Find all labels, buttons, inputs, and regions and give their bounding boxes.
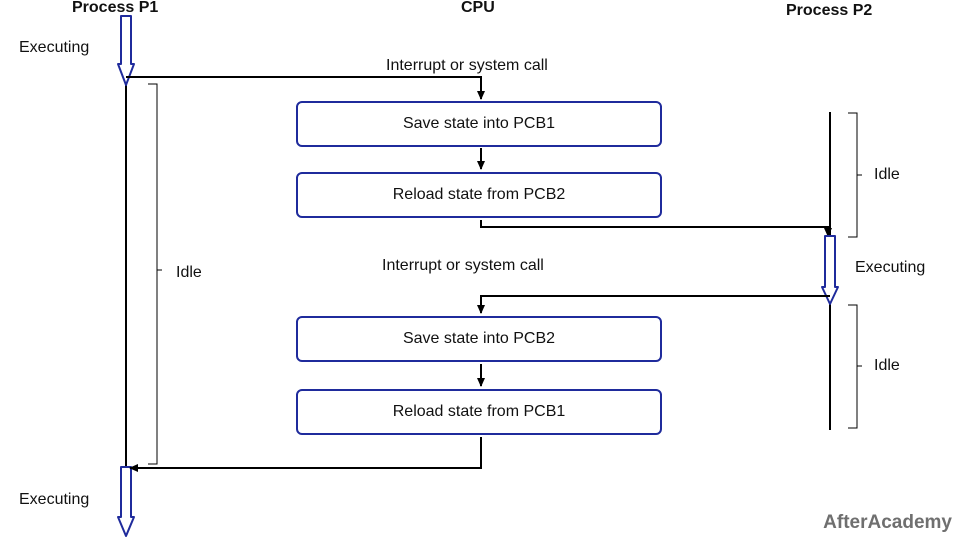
p1-executing-arrow-bottom <box>117 466 135 537</box>
brand-watermark: AfterAcademy <box>823 512 952 533</box>
interrupt-2-arrow <box>477 295 830 314</box>
step-save-pcb2-box: Save state into PCB2 <box>296 316 662 362</box>
p2-executing-label: Executing <box>855 259 926 276</box>
p1-executing-arrow-top <box>117 15 135 86</box>
p1-executing-label-bottom: Executing <box>19 491 90 508</box>
step-reload-pcb1-box: Reload state from PCB1 <box>296 389 662 435</box>
header-process-p1: Process P1 <box>72 0 159 16</box>
interrupt-label-1: Interrupt or system call <box>386 57 548 74</box>
step-save-pcb1-box: Save state into PCB1 <box>296 101 662 147</box>
p1-idle-bracket <box>148 83 162 465</box>
to-p2-arrow <box>480 220 832 237</box>
interrupt-label-2: Interrupt or system call <box>382 257 544 274</box>
p2-idle-bracket-bottom <box>848 304 862 429</box>
header-cpu: CPU <box>461 0 495 16</box>
return-to-p1-arrow <box>129 437 482 472</box>
p1-executing-label-top: Executing <box>19 39 90 56</box>
step-reload-pcb2-box: Reload state from PCB2 <box>296 172 662 218</box>
p2-executing-arrow <box>821 235 839 305</box>
header-process-p2: Process P2 <box>786 2 873 19</box>
p2-idle-bracket-top <box>848 112 862 238</box>
interrupt-1-arrow <box>126 76 485 100</box>
p1-idle-label: Idle <box>176 264 202 281</box>
p2-idle-label-bottom: Idle <box>874 357 900 374</box>
p2-idle-label-top: Idle <box>874 166 900 183</box>
